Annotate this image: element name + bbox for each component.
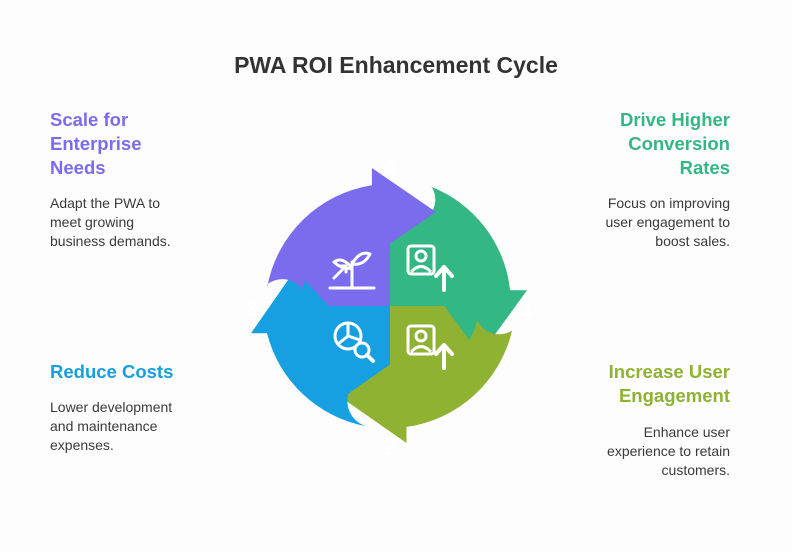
step-4-description-line: Adapt the PWA to bbox=[50, 195, 160, 211]
arc-arrow-step-2 bbox=[342, 320, 513, 443]
step-4-heading-line: Scale for bbox=[50, 109, 129, 130]
step-3-description-line: and maintenance bbox=[50, 418, 158, 434]
step-4-heading-line: Enterprise bbox=[50, 133, 142, 154]
step-2-heading: Increase User Engagement bbox=[609, 360, 730, 408]
step-3-description-line: expenses. bbox=[50, 437, 114, 453]
step-3-number: 3 bbox=[245, 295, 258, 322]
step-1-heading-line: Rates bbox=[679, 157, 730, 178]
arc-arrow-step-4 bbox=[267, 168, 436, 290]
step-4-heading: Scale for Enterprise Needs bbox=[50, 108, 142, 180]
step-1-heading-line: Conversion bbox=[628, 133, 730, 154]
step-2-description-line: Enhance user bbox=[643, 424, 730, 440]
step-4-description: Adapt the PWA to meet growing business d… bbox=[50, 194, 171, 251]
chart-magnifier-icon bbox=[333, 321, 375, 363]
step-1-description-line: boost sales. bbox=[655, 233, 730, 249]
step-1-description: Focus on improving user engagement to bo… bbox=[605, 194, 730, 251]
growth-plant-icon bbox=[328, 251, 376, 290]
step-2-number: 2 bbox=[383, 434, 396, 461]
step-3-description-line: Lower development bbox=[50, 399, 173, 415]
page-title: PWA ROI Enhancement Cycle bbox=[234, 52, 558, 78]
arc-arrow-step-1 bbox=[400, 186, 527, 355]
step-4-heading-line: Needs bbox=[50, 157, 106, 178]
step-1-heading: Drive Higher Conversion Rates bbox=[620, 108, 730, 180]
step-2-heading-line: Engagement bbox=[618, 385, 730, 406]
step-3-heading-line: Reduce Costs bbox=[50, 361, 174, 382]
user-upload-icon bbox=[406, 324, 454, 370]
step-2-description-line: customers. bbox=[661, 462, 730, 478]
step-4-description-line: business demands. bbox=[50, 233, 171, 249]
step-4-number: 4 bbox=[383, 155, 397, 182]
arc-arrow-step-3 bbox=[251, 270, 378, 427]
step-1-heading-line: Drive Higher bbox=[619, 109, 730, 130]
step-1-number: 1 bbox=[520, 295, 533, 322]
step-2-heading-line: Increase User bbox=[608, 361, 730, 382]
step-2-description-line: experience to retain bbox=[607, 443, 730, 459]
profile-upload-icon bbox=[406, 244, 454, 292]
step-3-heading: Reduce Costs bbox=[50, 360, 173, 384]
step-2-description: Enhance user experience to retain custom… bbox=[607, 423, 730, 480]
step-1-description-line: Focus on improving bbox=[607, 195, 730, 211]
step-4-description-line: meet growing bbox=[50, 214, 135, 230]
step-3-description: Lower development and maintenance expens… bbox=[50, 398, 172, 455]
step-1-description-line: user engagement to bbox=[605, 214, 730, 230]
